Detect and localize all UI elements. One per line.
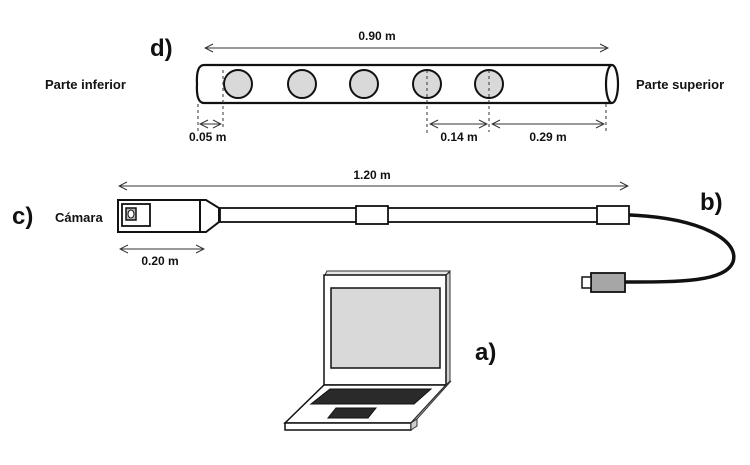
tube-body [195, 63, 612, 105]
panel-b-letter: b) [700, 189, 723, 216]
tube-open-end [604, 63, 620, 105]
dimension-label-spacing: 0.14 m [440, 130, 477, 144]
panel-c: c) Cámara 1.20 m 0.20 m [12, 168, 630, 268]
panel-c-letter: c) [12, 203, 33, 230]
tube-hole [223, 69, 253, 99]
usb-plug [590, 272, 626, 293]
label-parte-superior: Parte superior [636, 77, 724, 92]
dimension-label-bottom-offset: 0.05 m [189, 130, 226, 144]
laptop-touchpad [326, 407, 378, 419]
dimension-guides [197, 70, 607, 133]
cable-coupler-end [596, 205, 630, 225]
usb-connector-tip [581, 276, 592, 289]
tube-hole [287, 69, 317, 99]
panel-d-letter: d) [150, 35, 173, 62]
dimension-label-head-length: 0.20 m [141, 254, 178, 268]
probe-cable [219, 207, 601, 223]
camera-head-cone [199, 199, 220, 233]
tube-hole [349, 69, 379, 99]
label-camara: Cámara [55, 210, 103, 225]
laptop-icon [283, 270, 452, 431]
dimension-label-cable-length: 1.20 m [353, 168, 390, 182]
cable-coupler-middle [355, 205, 389, 225]
panel-d: d) Parte inferior Parte superior 0.90 m … [45, 29, 724, 144]
dimension-label-top-offset: 0.29 m [529, 130, 566, 144]
panel-a-letter: a) [475, 339, 496, 366]
laptop-screen [330, 287, 441, 369]
panel-b: b) [581, 189, 736, 293]
dimension-label-total: 0.90 m [358, 29, 395, 43]
tube-holes [223, 69, 504, 99]
label-parte-inferior: Parte inferior [45, 77, 126, 92]
laptop-keyboard [309, 388, 433, 405]
usb-cable [624, 213, 736, 284]
panel-a: a) [283, 270, 496, 431]
